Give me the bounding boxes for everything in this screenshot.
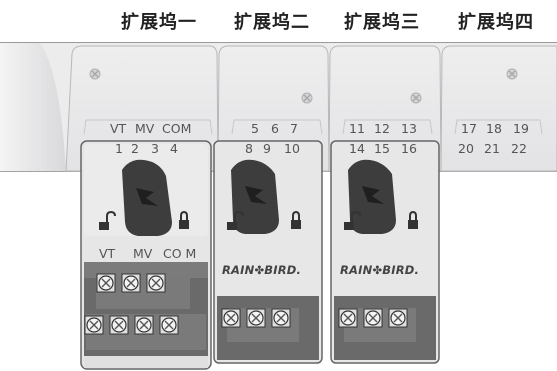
unlock-icon [99,210,116,230]
panel-screw-1 [89,68,101,80]
module-slot-2 [213,140,323,364]
slot1-label-mv: MV [135,121,155,136]
slot3-station-15: 15 [374,141,390,156]
terminal-screw-icon [96,273,116,293]
slot-title-2: 扩展坞二 [234,12,310,33]
unlock-icon [227,210,244,230]
terminal-screw-icon [221,308,241,328]
slot3-station-16: 16 [401,141,417,156]
slot-title-3: 扩展坞三 [344,12,420,33]
module-slot-3 [330,140,440,364]
terminal-label-com: CO M [163,246,197,261]
terminal-screw-icon [109,315,129,335]
panel-screw-4 [506,68,518,80]
slot2-station-9: 9 [263,141,271,156]
slot1-station-1: 1 [115,141,123,156]
slot4-station-17: 17 [461,121,477,136]
slot2-station-10: 10 [284,141,300,156]
slot3-station-12: 12 [374,121,390,136]
slot2-station-5: 5 [251,121,259,136]
rain-bird-logo: RAIN✤BIRD. [222,263,302,277]
slot3-station-11: 11 [349,121,365,136]
terminal-screw-icon [388,308,408,328]
slot1-label-com: COM [162,121,192,136]
lock-icon [408,210,418,229]
slot4-station-21: 21 [484,141,500,156]
slot3-station-13: 13 [401,121,417,136]
unlock-icon [344,210,361,230]
terminal-screw-icon [338,308,358,328]
slot2-station-8: 8 [245,141,253,156]
slot1-station-2: 2 [131,141,139,156]
terminal-screw-icon [246,308,266,328]
slot4-station-19: 19 [513,121,529,136]
terminal-screw-icon [121,273,141,293]
terminal-screw-icon [363,308,383,328]
slot-title-1: 扩展坞一 [121,12,197,33]
slot4-station-22: 22 [511,141,527,156]
terminal-label-mv: MV [133,246,153,261]
rain-bird-logo: RAIN✤BIRD. [340,263,420,277]
slot2-station-7: 7 [290,121,298,136]
terminal-screw-icon [134,315,154,335]
lock-icon [291,210,301,229]
slot1-label-vt: VT [110,121,127,136]
terminal-screw-icon [271,308,291,328]
slot3-station-14: 14 [349,141,365,156]
panel-screw-3 [410,92,422,104]
slot4-station-18: 18 [486,121,502,136]
slot1-station-3: 3 [151,141,159,156]
terminal-label-vt: VT [99,246,116,261]
slot1-station-4: 4 [170,141,178,156]
terminal-screw-icon [159,315,179,335]
lock-icon [179,210,189,229]
slot4-station-20: 20 [458,141,474,156]
panel-screw-2 [301,92,313,104]
slot-title-4: 扩展坞四 [458,12,534,33]
terminal-screw-icon [84,315,104,335]
terminal-screw-icon [146,273,166,293]
slot2-station-6: 6 [271,121,279,136]
